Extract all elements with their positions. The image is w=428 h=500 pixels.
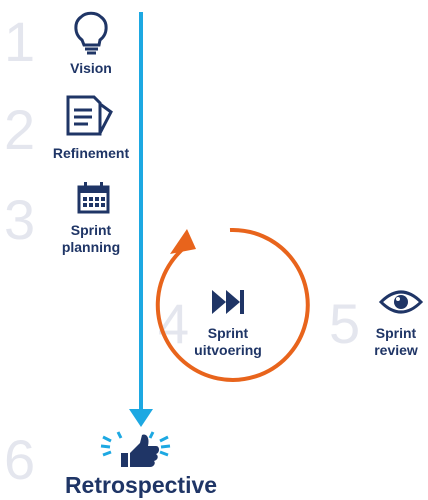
thumbs-up-icon (100, 431, 171, 467)
eye-icon (378, 290, 424, 314)
step-label-sprint-planning: Sprint planning (51, 222, 131, 256)
timeline-arrow (129, 12, 153, 427)
step-label-sprint-review: Sprint review (366, 325, 426, 359)
step-label-line: Sprint (375, 325, 417, 341)
step-label-refinement: Refinement (52, 145, 130, 161)
lightbulb-icon (74, 11, 108, 55)
step-number-6: 6 (4, 428, 36, 491)
step-number-2: 2 (4, 98, 36, 161)
step-label-vision: Vision (70, 60, 112, 76)
step-label-line: uitvoering (194, 342, 262, 358)
step-label-line: Sprint (70, 222, 112, 238)
calendar-icon (77, 182, 110, 214)
fast-forward-icon (212, 290, 244, 314)
sprint-cycle-arrow (155, 227, 310, 382)
step-number-1: 1 (4, 10, 36, 73)
step-number-4: 4 (158, 292, 190, 355)
step-label-line: review (374, 342, 418, 358)
step-number-3: 3 (4, 188, 36, 251)
step-label-line: planning (61, 239, 121, 255)
step-label-retrospective: Retrospective (64, 472, 218, 498)
document-icon (66, 95, 113, 136)
step-number-5: 5 (329, 292, 361, 355)
step-label-sprint-uitvoering: Sprint uitvoering (188, 325, 268, 359)
step-label-line: Sprint (207, 325, 249, 341)
